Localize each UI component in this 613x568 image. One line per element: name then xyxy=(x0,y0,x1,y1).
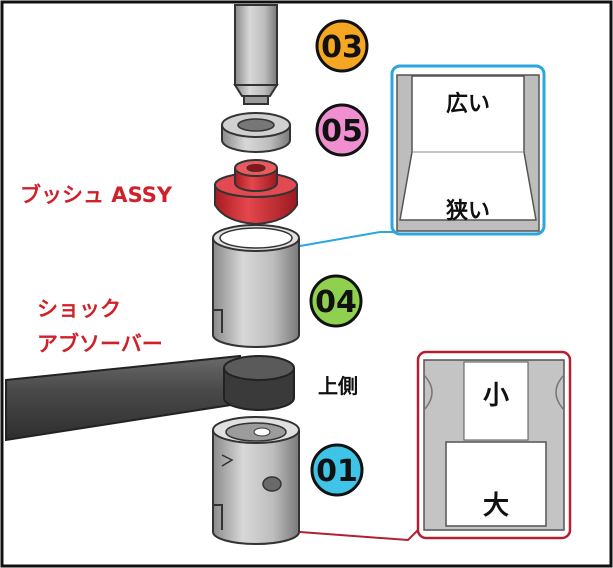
shock-absorber-part xyxy=(5,354,295,442)
sleeve-part xyxy=(212,224,300,348)
wide-label: 広い xyxy=(446,91,490,117)
badge-03-text: 03 xyxy=(321,30,363,65)
badge-01: 01 xyxy=(310,443,364,497)
shock-label-line2: アブソーバー xyxy=(37,332,163,356)
badge-05-text: 05 xyxy=(321,114,363,149)
small-label: 小 xyxy=(483,381,509,411)
large-label: 大 xyxy=(483,491,509,521)
callout-lower xyxy=(299,350,572,542)
badge-05: 05 xyxy=(315,103,369,157)
badge-04-text: 04 xyxy=(315,285,357,320)
narrow-label: 狭い xyxy=(445,199,490,224)
upper-side-label: 上側 xyxy=(318,374,358,398)
shock-label-line1: ショック xyxy=(37,297,121,321)
callout-upper xyxy=(299,64,546,247)
badge-01-text: 01 xyxy=(316,454,358,489)
lower-mount-part xyxy=(212,416,300,545)
badge-04: 04 xyxy=(309,274,363,328)
bushing-label: ブッシュ ASSY xyxy=(20,183,173,207)
bushing-part xyxy=(214,159,298,226)
washer-part xyxy=(221,112,291,153)
badge-03: 03 xyxy=(315,19,369,73)
shaft-part xyxy=(233,4,279,105)
